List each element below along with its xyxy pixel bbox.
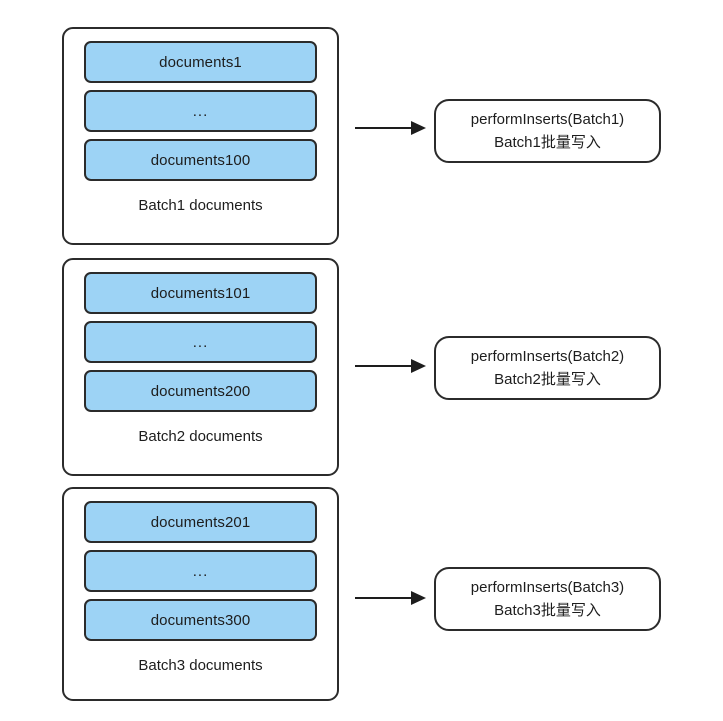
document-box: documents1 — [84, 41, 317, 83]
batch-caption: Batch3 documents — [138, 657, 263, 674]
document-box: documents300 — [84, 599, 317, 641]
call-description: Batch3批量写入 — [494, 602, 601, 619]
document-label: documents1 — [159, 53, 242, 71]
arrow-shaft — [355, 597, 415, 599]
batch-caption: Batch1 documents — [138, 197, 263, 214]
document-box: documents200 — [84, 370, 317, 412]
arrow-head-icon — [411, 591, 426, 605]
call-description: Batch2批量写入 — [494, 371, 601, 388]
document-label: ... — [192, 102, 209, 120]
document-label: documents200 — [150, 382, 251, 400]
perform-inserts-box-3: performInserts(Batch3) Batch3批量写入 — [434, 567, 661, 631]
perform-inserts-box-1: performInserts(Batch1) Batch1批量写入 — [434, 99, 661, 163]
document-box-ellipsis: ... — [84, 550, 317, 592]
arrow-head-icon — [411, 359, 426, 373]
document-box: documents100 — [84, 139, 317, 181]
flow-arrow-3 — [355, 591, 427, 605]
document-label: ... — [192, 562, 209, 580]
batch-group-3: documents201 ... documents300 Batch3 doc… — [62, 487, 339, 701]
batch-group-1: documents1 ... documents100 Batch1 docum… — [62, 27, 339, 245]
arrow-shaft — [355, 365, 415, 367]
call-signature: performInserts(Batch1) — [470, 111, 625, 128]
document-label: ... — [192, 333, 209, 351]
call-signature: performInserts(Batch2) — [470, 348, 625, 365]
document-label: documents300 — [150, 611, 251, 629]
batch-group-2: documents101 ... documents200 Batch2 doc… — [62, 258, 339, 476]
flow-arrow-2 — [355, 359, 427, 373]
document-label: documents100 — [150, 151, 251, 169]
arrow-shaft — [355, 127, 415, 129]
flow-arrow-1 — [355, 121, 427, 135]
document-box-ellipsis: ... — [84, 321, 317, 363]
document-box: documents201 — [84, 501, 317, 543]
document-label: documents101 — [150, 284, 251, 302]
document-box: documents101 — [84, 272, 317, 314]
call-signature: performInserts(Batch3) — [470, 579, 625, 596]
batch-caption: Batch2 documents — [138, 428, 263, 445]
perform-inserts-box-2: performInserts(Batch2) Batch2批量写入 — [434, 336, 661, 400]
call-description: Batch1批量写入 — [494, 134, 601, 151]
arrow-head-icon — [411, 121, 426, 135]
document-label: documents201 — [150, 513, 251, 531]
document-box-ellipsis: ... — [84, 90, 317, 132]
